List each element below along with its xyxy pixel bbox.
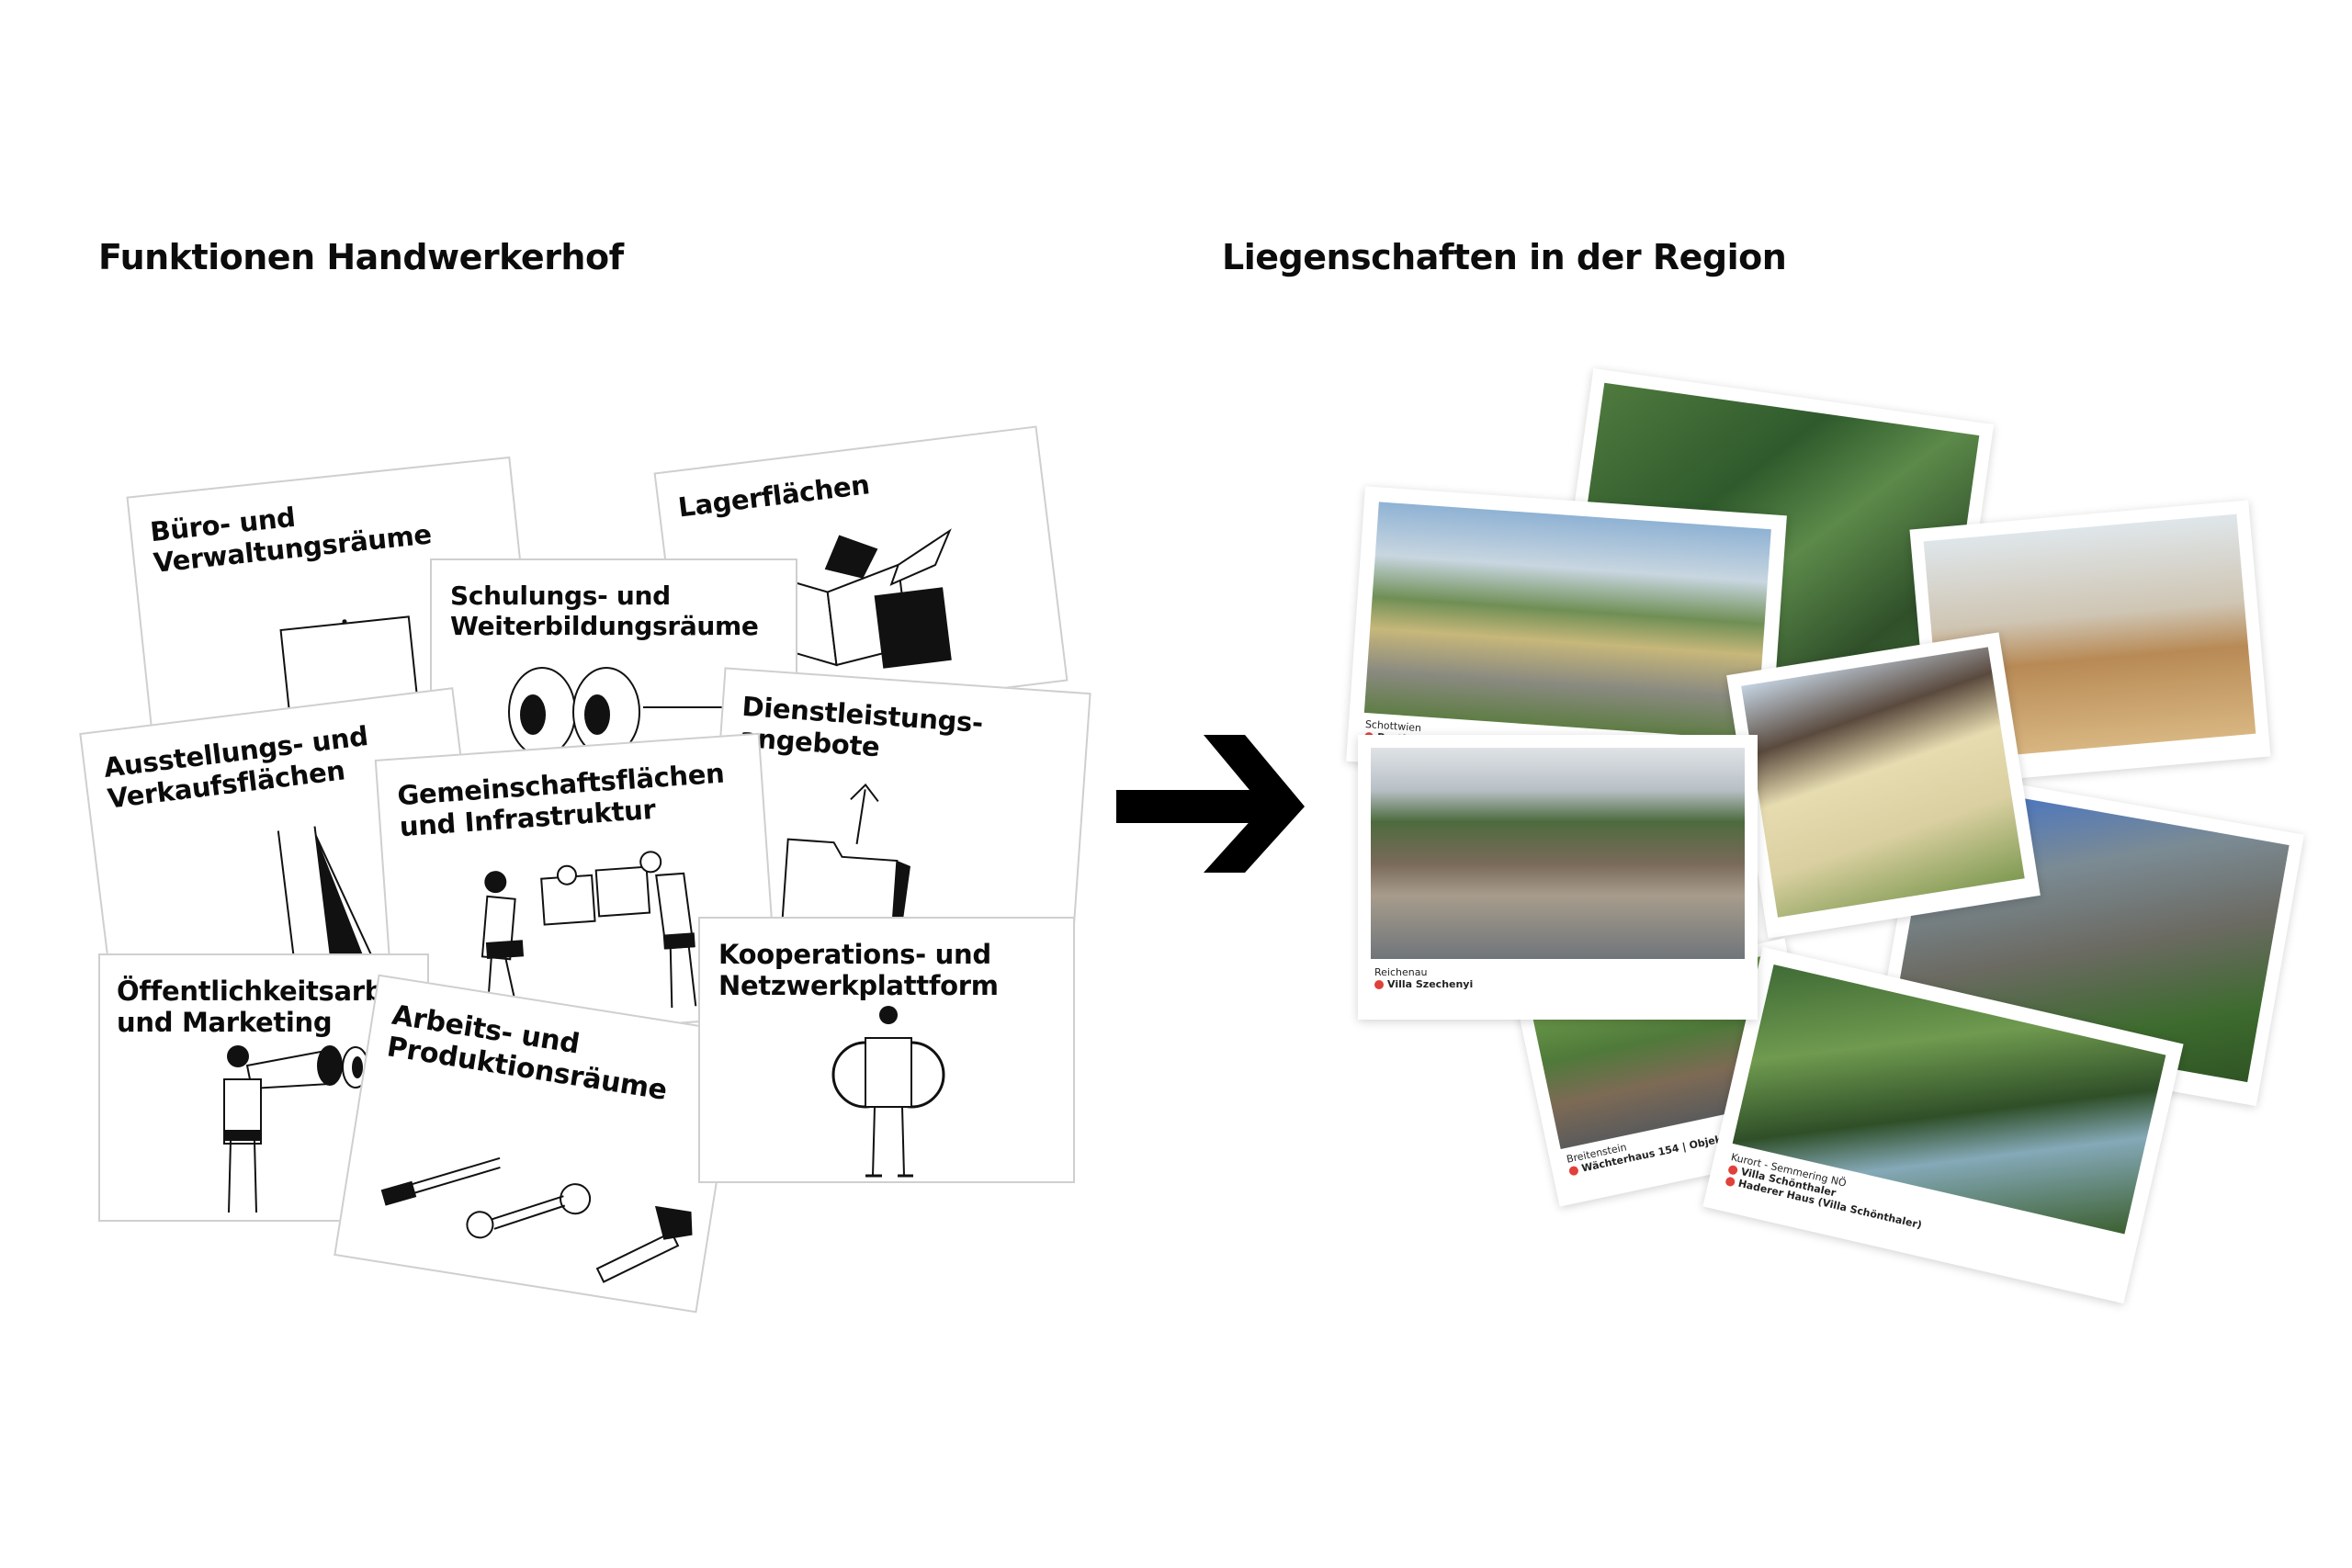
- card-label: Dienstleistungs-angebote: [739, 690, 984, 763]
- binoculars-icon: [223, 1045, 369, 1213]
- tools-icon: [380, 1156, 693, 1283]
- location-marker-icon: [1567, 1165, 1579, 1177]
- eyes-icon: [508, 667, 781, 757]
- schottwien-photo: [1363, 502, 1771, 740]
- puzzle-icon: [481, 851, 697, 1021]
- reichenau-photo: [1371, 748, 1745, 959]
- card-dienstleistungen[interactable]: Dienstleistungs-angebote: [706, 667, 1091, 959]
- card-lagerflaechen[interactable]: Lagerflächen: [653, 425, 1069, 728]
- location-marker-icon: [1374, 980, 1384, 989]
- card-label: Lagerflächen: [676, 468, 872, 524]
- yellowhouse-photo: [1741, 647, 2025, 918]
- box-icon: [759, 528, 952, 669]
- location-marker-icon: [1724, 1176, 1736, 1188]
- photo-card-yellowhouse[interactable]: [1726, 632, 2041, 939]
- heading-functions: Funktionen Handwerkerhof: [98, 237, 624, 277]
- photo-card-reichenau[interactable]: Reichenau Villa Szechenyi: [1358, 735, 1758, 1020]
- folder-upload-icon: [781, 783, 910, 935]
- caption-reichenau: Reichenau Villa Szechenyi: [1374, 966, 1474, 990]
- arrow-right-icon: [1116, 735, 1305, 873]
- heading-properties: Liegenschaften in der Region: [1222, 237, 1787, 277]
- chain-link-icon: [831, 1006, 945, 1178]
